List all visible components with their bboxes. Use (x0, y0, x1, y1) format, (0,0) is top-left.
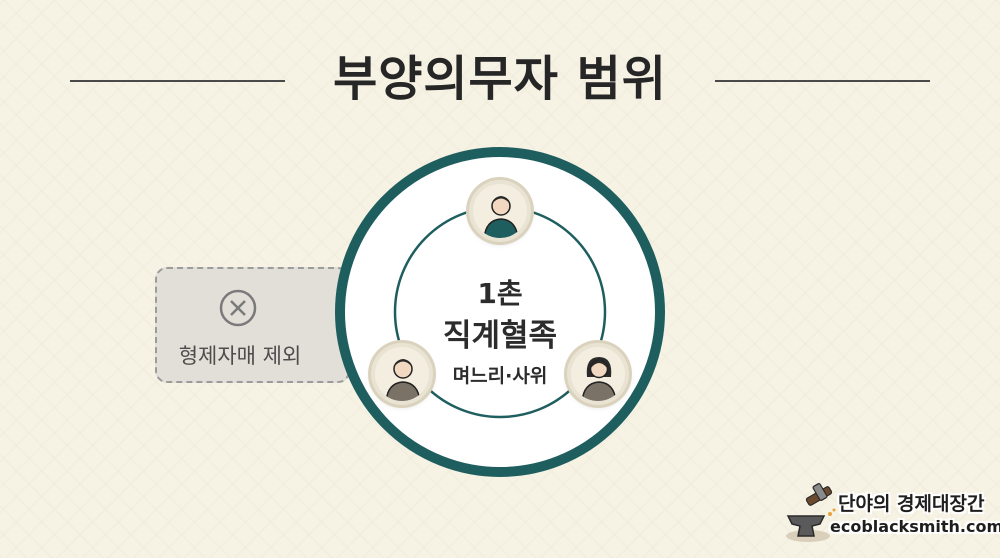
title-divider-left (70, 80, 285, 82)
person-teal-icon (469, 180, 531, 242)
circle-x-icon (219, 289, 257, 327)
page-title: 부양의무자 범위 (333, 51, 667, 107)
excluded-label: 형제자매 제외 (178, 344, 302, 368)
person-gray-female-icon (567, 343, 629, 405)
center-text: 1촌 직계혈족 며느리·사위 (425, 278, 575, 390)
person-gray-icon (371, 343, 433, 405)
center-line-3: 며느리·사위 (452, 365, 548, 387)
center-line-2: 직계혈족 (442, 318, 558, 354)
watermark-url[interactable]: ecoblacksmith.com (830, 517, 1000, 536)
anvil-hammer-icon (786, 483, 836, 542)
watermark-name: 단야의 경제대장간 (838, 493, 985, 515)
title-divider-right (715, 80, 930, 82)
excluded-siblings-box (155, 267, 350, 383)
center-line-1: 1촌 (477, 277, 523, 310)
